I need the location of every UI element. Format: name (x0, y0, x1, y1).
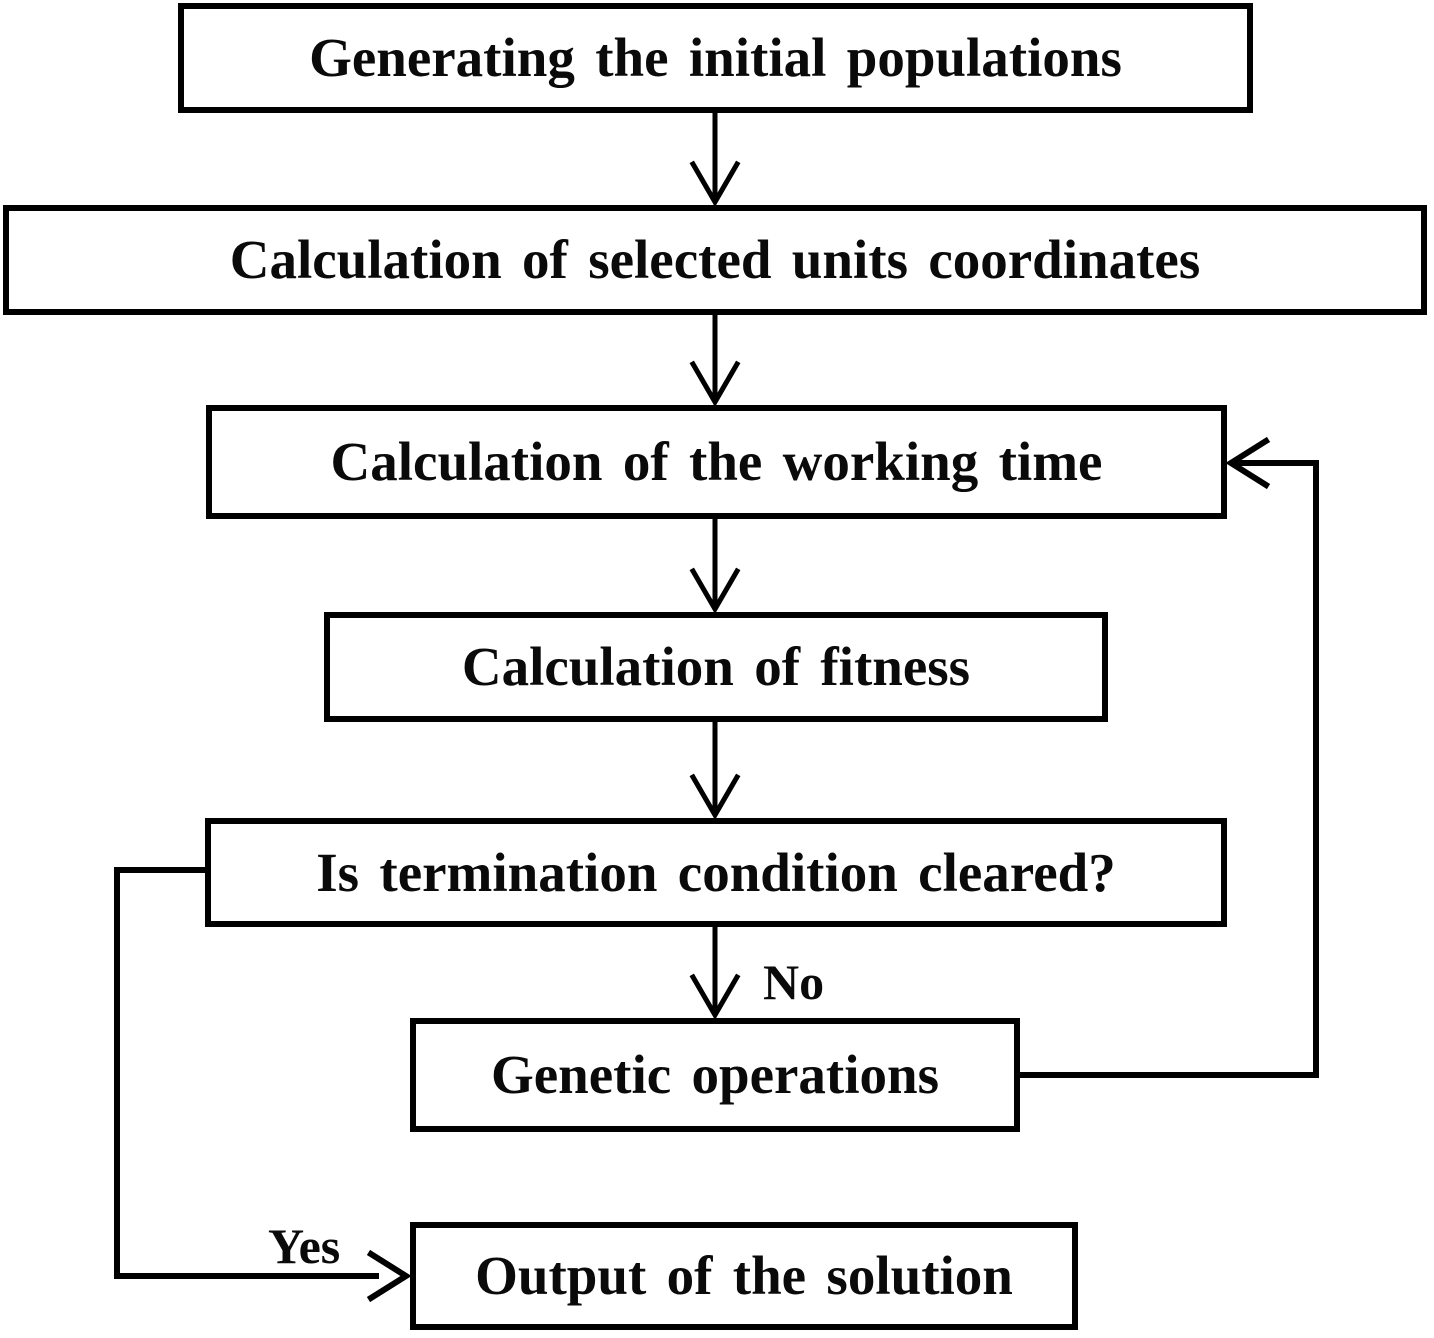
node-generate-initial-populations: Generating the initial populations (178, 3, 1253, 113)
edge-label-yes: Yes (268, 1218, 341, 1274)
edge-label-no: No (763, 954, 825, 1010)
node-label: Generating the initial populations (309, 27, 1122, 89)
arrow-fitness-to-termination (689, 719, 741, 820)
arrow-coordinates-to-working-time (689, 312, 741, 407)
node-calc-working-time: Calculation of the working time (206, 405, 1227, 519)
connector-termination-yes-to-output (114, 867, 412, 1303)
node-label: Is termination condition cleared? (316, 841, 1116, 903)
node-label: Calculation of the working time (330, 431, 1103, 493)
arrow-working-time-to-fitness (689, 516, 741, 614)
node-label: Output of the solution (475, 1245, 1013, 1307)
arrow-termination-to-genetic-no (689, 924, 741, 1020)
node-label: Calculation of fitness (461, 636, 971, 698)
node-label: Calculation of selected units coordinate… (229, 229, 1201, 291)
node-calc-selected-units-coordinates: Calculation of selected units coordinate… (3, 205, 1427, 315)
connector-genetic-loop-to-working-time (1017, 436, 1319, 1078)
node-output-solution: Output of the solution (410, 1222, 1078, 1330)
node-calc-fitness: Calculation of fitness (324, 612, 1108, 722)
arrow-generate-to-coordinates (689, 110, 741, 207)
node-label: Genetic operations (490, 1044, 940, 1106)
node-genetic-operations: Genetic operations (410, 1018, 1020, 1132)
node-termination-condition: Is termination condition cleared? (205, 818, 1227, 927)
